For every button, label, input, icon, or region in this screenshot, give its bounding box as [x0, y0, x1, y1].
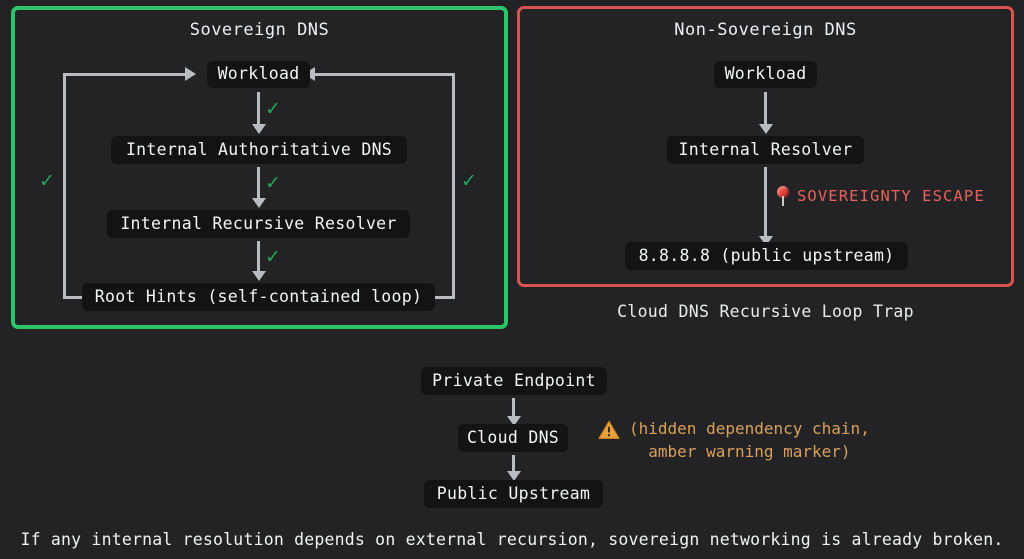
caption-cloud-dns-loop-trap: Cloud DNS Recursive Loop Trap [617, 302, 914, 321]
arrow-workload-to-authoritative-head [252, 124, 266, 134]
check-workload-to-authoritative: ✓ [265, 98, 281, 120]
node-root-hints[interactable]: Root Hints (self-contained loop) [82, 283, 435, 311]
arrow-resolver-to-upstream-line [764, 167, 767, 237]
arrow-endpoint-to-clouddns-line [512, 398, 515, 417]
check-recursive-to-roothints: ✓ [265, 246, 281, 268]
loop-left-arrowhead [185, 67, 196, 81]
arrow-authoritative-to-recursive-head [252, 198, 266, 208]
loop-left-vertical-line [63, 73, 66, 298]
node-public-upstream-ip[interactable]: 8.8.8.8 (public upstream) [625, 242, 908, 270]
panel-sovereign-title: Sovereign DNS [189, 20, 330, 40]
node-cloud-dns[interactable]: Cloud DNS [458, 424, 568, 452]
loop-left-bottom-line [63, 296, 88, 299]
arrow-recursive-to-roothints-head [252, 271, 266, 281]
panel-non-sovereign-dns [517, 6, 1014, 287]
node-internal-authoritative-dns[interactable]: Internal Authoritative DNS [111, 136, 407, 164]
check-loop-right: ✓ [461, 170, 477, 192]
arrow-clouddns-to-upstream-head [507, 471, 521, 481]
loop-right-top-line [315, 73, 455, 76]
arrow-nsworkload-to-resolver-line [764, 92, 767, 125]
arrow-nsworkload-to-resolver-head [759, 124, 773, 134]
sovereignty-escape-marker: SOVEREIGNTY ESCAPE [776, 186, 985, 206]
hidden-dependency-warning-text: (hidden dependency chain, amber warning … [629, 419, 870, 462]
arrow-resolver-to-upstream-head [759, 236, 773, 246]
loop-left-top-line [63, 73, 185, 76]
warning-triangle-icon [598, 420, 620, 440]
hidden-dependency-warning: (hidden dependency chain, amber warning … [598, 417, 870, 463]
check-loop-left: ✓ [39, 170, 55, 192]
node-sovereign-workload[interactable]: Workload [207, 61, 310, 88]
sovereignty-escape-label: SOVEREIGNTY ESCAPE [797, 187, 985, 205]
node-internal-resolver[interactable]: Internal Resolver [667, 136, 864, 164]
check-authoritative-to-recursive: ✓ [265, 172, 281, 194]
node-nonsovereign-workload[interactable]: Workload [714, 61, 817, 88]
arrow-recursive-to-roothints-line [257, 241, 260, 272]
node-private-endpoint[interactable]: Private Endpoint [421, 367, 607, 395]
pin-icon [776, 186, 790, 206]
loop-right-vertical-line [452, 73, 455, 298]
panel-sovereign-dns [11, 6, 508, 329]
arrow-workload-to-authoritative-line [257, 92, 260, 125]
arrow-authoritative-to-recursive-line [257, 167, 260, 199]
arrow-clouddns-to-upstream-line [512, 455, 515, 473]
loop-right-bottom-line [430, 296, 455, 299]
footer-note: If any internal resolution depends on ex… [20, 530, 1004, 549]
node-internal-recursive-resolver[interactable]: Internal Recursive Resolver [107, 210, 410, 238]
node-public-upstream[interactable]: Public Upstream [424, 480, 603, 508]
panel-non-sovereign-title: Non-Sovereign DNS [674, 20, 857, 40]
arrow-endpoint-to-clouddns-head [507, 416, 521, 426]
